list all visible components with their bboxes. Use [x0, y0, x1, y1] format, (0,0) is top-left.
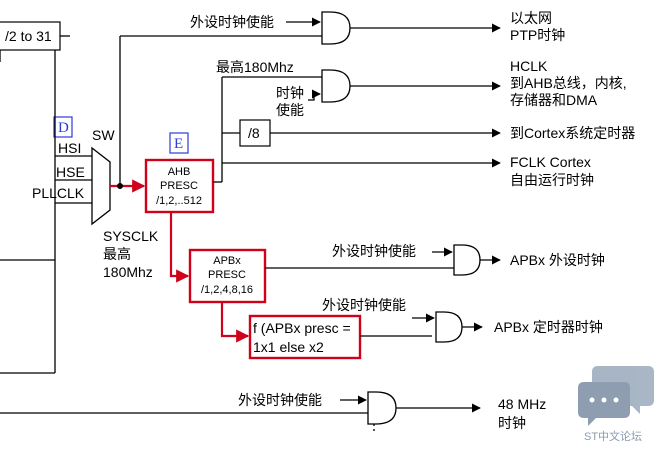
- timer-multiplier: f (APBx presc = 1x1 else x2: [248, 314, 362, 360]
- hclk-gate-group: 时钟 使能 HCLK 到AHB总线，内核, 存储器和DMA: [276, 58, 627, 118]
- cortex-timer-label: 到Cortex系统定时器: [510, 125, 635, 141]
- apb-presc-label: PRESC: [208, 269, 246, 281]
- mhz48-clock-label: 时钟: [498, 415, 526, 431]
- mhz48-enable-label: 外设时钟使能: [238, 392, 322, 408]
- letter-d-box: [53, 116, 73, 138]
- ptp-gate-group: 外设时钟使能 以太网 PTP时钟: [190, 10, 565, 45]
- timer-mult-label-1: f (APBx presc =: [253, 320, 351, 336]
- div8-label: /8: [248, 125, 260, 141]
- hclk-and-gate: [321, 69, 351, 103]
- sysclk-max-label: 最高: [103, 246, 131, 262]
- mux-shape: [91, 146, 111, 226]
- letter-e: E: [174, 136, 183, 152]
- apb-presc-box: [188, 248, 267, 304]
- hclk-label: HCLK: [510, 58, 548, 74]
- ptp-clock-label: PTP时钟: [510, 27, 565, 43]
- fclk-label: FCLK Cortex: [510, 154, 591, 170]
- hclk-desc-label-2: 存储器和DMA: [510, 92, 598, 108]
- ahb-prescaler: E AHB PRESC /1,2,..512: [144, 132, 215, 214]
- watermark-text: ST中文论坛: [584, 429, 642, 443]
- apb-timer-clock-label: APBx 定时器时钟: [494, 319, 603, 335]
- mhz48-gate-group: 外设时钟使能 48 MHz 时钟: [238, 391, 546, 434]
- letter-e-box: [169, 132, 189, 154]
- watermark: ST中文论坛: [578, 366, 654, 443]
- hclk-desc-label: 到AHB总线，内核,: [510, 75, 627, 91]
- hse-label: HSE: [56, 164, 85, 180]
- apb-periph-and-gate: [453, 244, 481, 276]
- div-2-to-31-block: /2 to 31: [0, 21, 70, 51]
- fclk-desc-label: 自由运行时钟: [510, 172, 594, 188]
- mhz48-label: 48 MHz: [498, 396, 546, 412]
- ahb-to-apb: [169, 212, 190, 283]
- hsi-label: HSI: [58, 140, 81, 156]
- max-180-label: 最高180Mhz: [216, 59, 294, 75]
- apb-periph-clock-label: APBx 外设时钟: [510, 252, 605, 268]
- timer-mult-label-2: 1x1 else x2: [253, 339, 324, 355]
- tim-enable-label: 外设时钟使能: [322, 297, 406, 313]
- system-clock-mux: SW D HSI HSE PLLCLK: [32, 62, 146, 373]
- timer-and-gate: [435, 311, 463, 343]
- apb-label: APBx: [213, 255, 241, 267]
- ahb-presc-label: PRESC: [160, 180, 198, 192]
- ptp-and-gate: [321, 11, 351, 45]
- mhz48-and-gate: [367, 391, 397, 425]
- pllclk-label: PLLCLK: [32, 185, 85, 201]
- div-2-to-31-label: /2 to 31: [5, 28, 52, 44]
- apb-range-label: /1,2,4,8,16: [201, 284, 253, 296]
- ethernet-label: 以太网: [510, 10, 552, 26]
- sysclk-freq-label: 180Mhz: [103, 264, 153, 280]
- ptp-enable-label: 外设时钟使能: [190, 14, 274, 30]
- clk-enable-label-1: 时钟: [276, 85, 304, 101]
- clk-enable-label-2: 使能: [276, 102, 304, 118]
- div8-group: /8 到Cortex系统定时器: [222, 119, 635, 147]
- letter-d: D: [58, 120, 69, 136]
- timer-mult-box: [248, 314, 362, 360]
- ahb-presc-box: [144, 158, 215, 214]
- sysclk-label: SYSCLK: [103, 228, 159, 244]
- ahb-range-label: /1,2,..512: [156, 195, 202, 207]
- apb-prescaler: APBx PRESC /1,2,4,8,16: [188, 248, 267, 304]
- chat-bubbles-icon: [578, 366, 654, 426]
- apb-enable-label: 外设时钟使能: [332, 243, 416, 259]
- timer-gate-group: 外设时钟使能 APBx 定时器时钟: [322, 297, 603, 343]
- apb-to-timer: [220, 302, 250, 343]
- ahb-label: AHB: [168, 166, 191, 178]
- fclk-group: FCLK Cortex 自由运行时钟: [222, 154, 594, 188]
- sw-label: SW: [92, 127, 115, 143]
- junction-dot: [117, 183, 123, 189]
- apb-periph-gate-group: 外设时钟使能 APBx 外设时钟: [265, 243, 605, 276]
